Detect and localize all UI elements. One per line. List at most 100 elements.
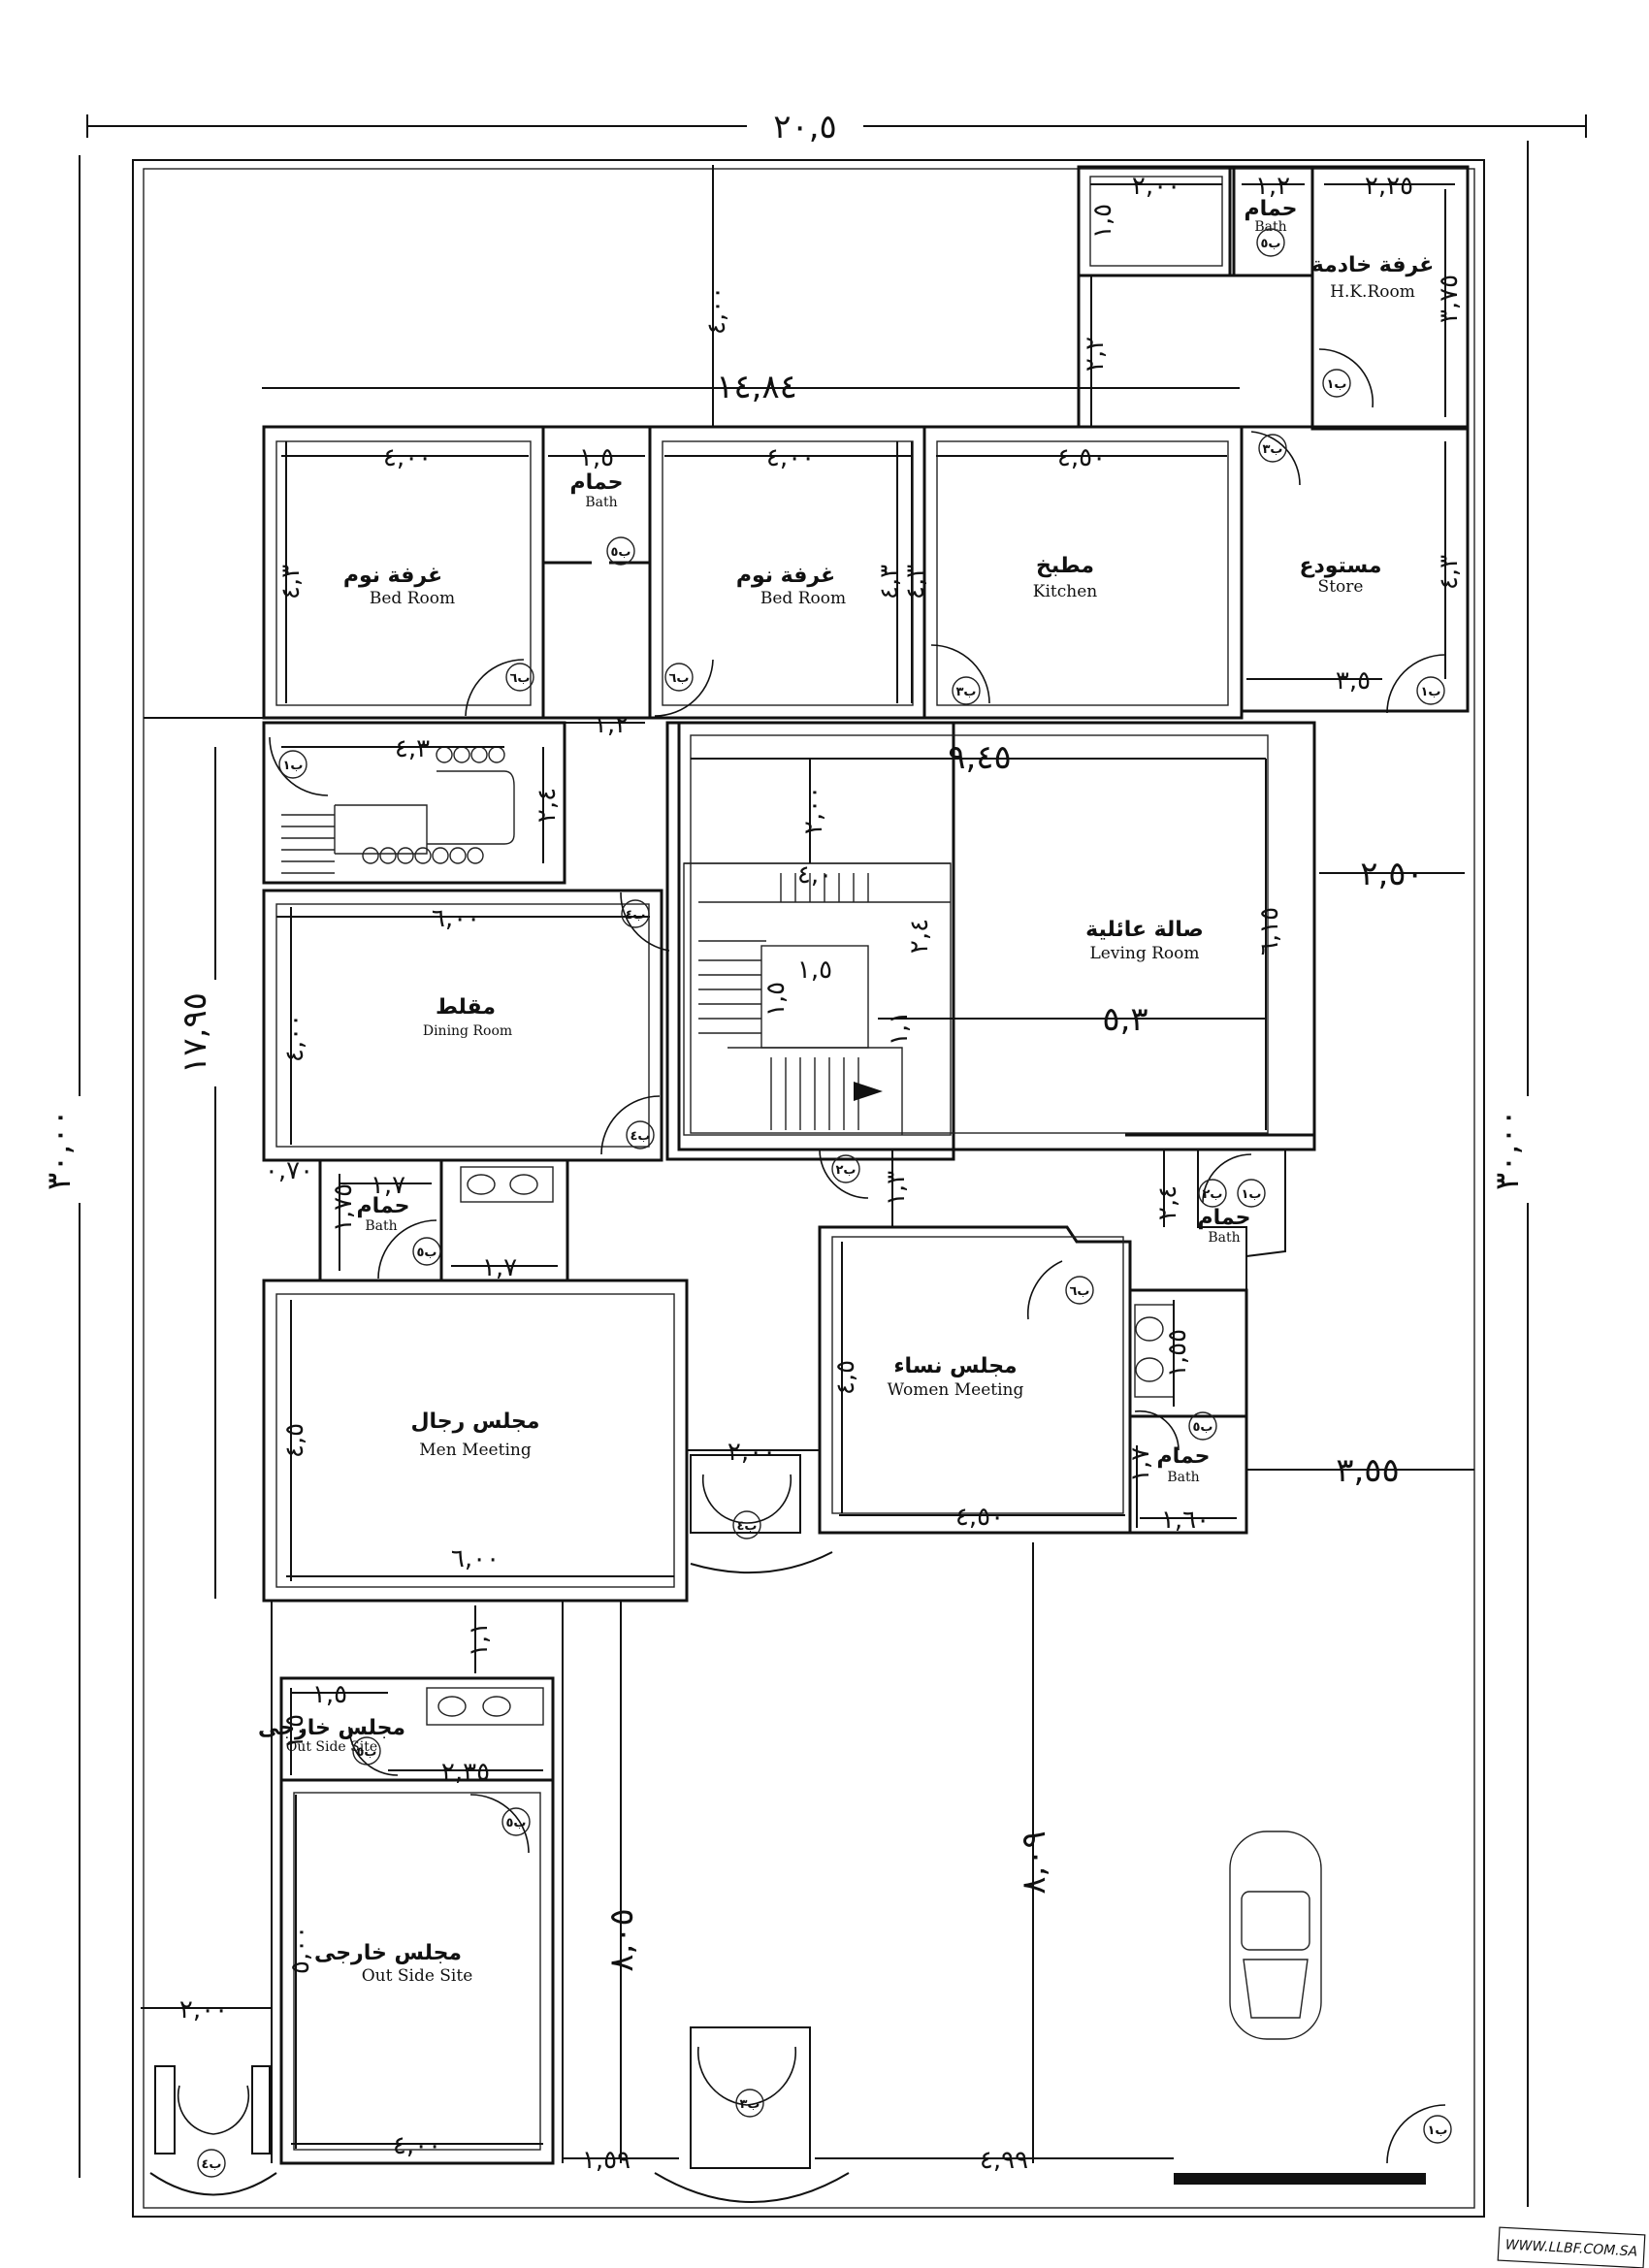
room-label-en: Bed Room [760,589,846,608]
dim-label: ٤,٣ [875,565,904,599]
door-tag: ب٣ [952,676,981,705]
dim-label: ٢,٠٠ [728,1438,776,1467]
dim-label: ٤,٠٠ [766,443,815,472]
dim-label: ١,٥ [280,1714,309,1749]
dim-label: ٤,٣ [395,734,430,763]
overall-width-label: ٢٠,٥ [773,108,837,146]
room-label-en: Men Meeting [419,1441,532,1460]
dim-label: ٠,٧٠ [265,1156,313,1185]
dim-label: ١,١ [885,1011,914,1046]
dim-label: ٣,٥ [1336,666,1371,696]
room-label-en: Store [1318,577,1364,597]
dim-label: ٢,٢ [1081,337,1110,372]
dim-label: ١,٦٠ [1161,1506,1210,1535]
door-tag: ب٥ [1256,228,1285,257]
dim-label: ١,٢ [1255,172,1290,201]
svg-text:ب٤: ب٤ [201,2157,221,2172]
dim-label: ٤,٩٩ [980,2146,1028,2175]
dim-label: ٤,٠٠ [280,1014,309,1062]
dim-label: ١,٥ [579,443,614,472]
door-swings [177,348,1446,2164]
women-meeting-walls [818,1150,1286,1535]
dim-label: ٤,٠٠ [702,286,731,335]
svg-text:ب٢: ب٢ [835,1163,856,1178]
svg-text:ب٤: ب٤ [736,1519,757,1534]
room-label-ar: صالة عائلية [1085,918,1204,942]
dim-label: ١,٥ [761,982,791,1017]
dim-label: ١,٥٥ [1163,1329,1192,1377]
dim-label: ٢,٥٠ [1360,855,1424,893]
dim-label: ٣,٥٥ [1336,1451,1400,1490]
door-tag: ب٢ [831,1154,860,1183]
room-label-ar: مطبخ [1036,554,1094,578]
door-tag: ب١ [1423,2115,1452,2144]
door-tag: ب١ [1416,676,1445,705]
bedroom-row-walls [262,425,1244,720]
door-tag: ب٢ [1198,1179,1227,1208]
door-tag: ب٤ [197,2149,226,2178]
dim-label: ١,٣ [882,1171,911,1206]
dim-label: ٤,٣ [901,565,930,599]
dim-label: ١,٢ [594,710,629,739]
outside-majlis-walls [271,1601,564,2165]
overall-depth-label-left: ٣٠,٠٠ [40,1109,79,1190]
dim-label: ٢,٤ [533,788,562,823]
dim-label: ٢,٣٥ [441,1758,490,1787]
room-label-en: Out Side Site [362,1966,473,1986]
dim-label: ٦,٠٠ [451,1544,500,1573]
svg-text:ب١: ب١ [1427,2123,1447,2138]
room-label-ar: غرفة نوم [343,564,442,588]
door-tag: ب٥ [1188,1411,1217,1441]
dim-label: ٨,٠٥ [602,1908,641,1972]
svg-text:ب٦: ب٦ [1069,1284,1089,1299]
dim-label: ٦,٠٠ [432,904,480,933]
dim-label: ١,٧ [482,1253,517,1282]
door-tag: ب٦ [1065,1276,1094,1305]
svg-text:ب٥: ب٥ [416,1246,436,1260]
dim-label: ١,١ [465,1622,494,1657]
svg-text:ب٥: ب٥ [610,545,630,560]
svg-text:ب٥: ب٥ [356,1745,376,1760]
svg-text:ب٦: ب٦ [509,671,530,686]
dim-label: ٢,٠٠ [179,1995,228,2025]
dimension-labels: ٢,٠٠ ١,٢ ٢,٢٥ ١,٥ ٤,٠٠ ٢,٢ ٣,٧٥ ١٤,٨٤ ٤,… [179,172,1464,2175]
svg-text:ب٥: ب٥ [1192,1420,1212,1435]
dim-label: ٤,٣ [1435,555,1464,590]
svg-text:ب١: ب١ [1326,377,1346,392]
door-tag: ب١ [1322,369,1351,398]
door-tag: ب٣ [1258,434,1287,463]
watermark: WWW.LLBF.COM.SA [1497,2226,1646,2268]
room-labels: غرفة خادمة H.K.Room حمام Bath غرفة نوم B… [258,197,1434,1986]
car-icon [1229,1831,1322,2040]
room-label-en: Leving Room [1089,944,1199,963]
svg-text:ب١: ب١ [1420,685,1440,699]
door-tag: ب١ [1237,1179,1266,1208]
room-label-ar: حمام [357,1194,410,1218]
dim-label: ٤,٥٠ [1057,443,1106,472]
door-tag: ب٤ [621,899,650,928]
dim-label: ٤,٠٠ [383,443,432,472]
room-label-en: Out Side Site [286,1739,377,1755]
svg-text:ب٣: ب٣ [739,2097,760,2112]
dim-label: ١,٥ [312,1680,347,1709]
room-label-ar: مقلط [436,995,496,1020]
svg-text:ب١: ب١ [282,759,303,773]
dim-label: ٤,٥٠ [955,1503,1004,1532]
door-tag: ب٤ [732,1510,761,1539]
svg-text:ب٦: ب٦ [668,671,689,686]
overall-depth-dimension-left: ٣٠,٠٠ [40,155,101,2178]
room-label-en: Bed Room [370,589,455,608]
boundary-grille [1174,2173,1426,2185]
side-depth-dimension: ١٧,٩٥ [176,747,237,1599]
svg-text:ب٤: ب٤ [625,908,645,923]
room-label-ar: مستودع [1299,554,1381,578]
room-label-ar: غرفة خادمة [1311,253,1435,277]
dim-label: ١,٧ [1126,1447,1155,1482]
svg-text:ب٢: ب٢ [1202,1187,1222,1202]
room-label-ar: مجلس نساء [893,1354,1017,1378]
svg-text:ب٥: ب٥ [1260,237,1280,251]
left-stair-block [262,721,566,885]
dim-label: ١,٥٩ [582,2146,630,2175]
room-label-ar: حمام [1198,1206,1251,1230]
